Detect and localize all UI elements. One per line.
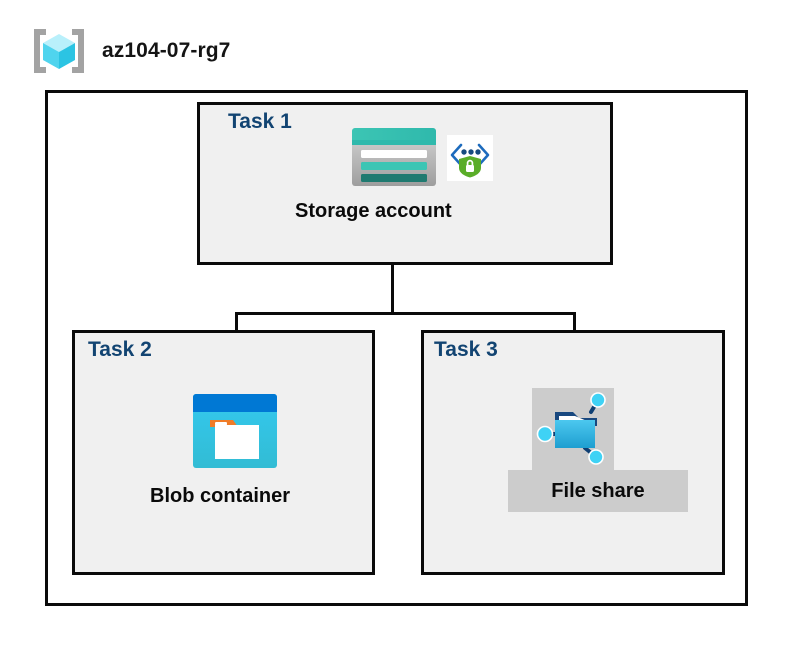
private-link-icon — [447, 135, 493, 181]
blob-container-label: Blob container — [150, 485, 291, 507]
task-3-label: Task 3 — [434, 338, 498, 361]
connector-storage-trunk — [391, 224, 394, 314]
storage-account-label: Storage account — [295, 200, 452, 222]
file-share-icon — [535, 390, 611, 468]
storage-account-icon — [352, 128, 436, 186]
file-share-label: File share — [508, 470, 688, 512]
resource-group-name: az104-07-rg7 — [102, 39, 231, 62]
resource-group-icon — [30, 26, 88, 76]
blob-container-icon — [193, 394, 277, 468]
resource-group-header: az104-07-rg7 — [30, 26, 230, 76]
task-1-label: Task 1 — [228, 110, 292, 133]
task-2-label: Task 2 — [88, 338, 152, 361]
connector-horizontal-bus — [235, 312, 576, 315]
